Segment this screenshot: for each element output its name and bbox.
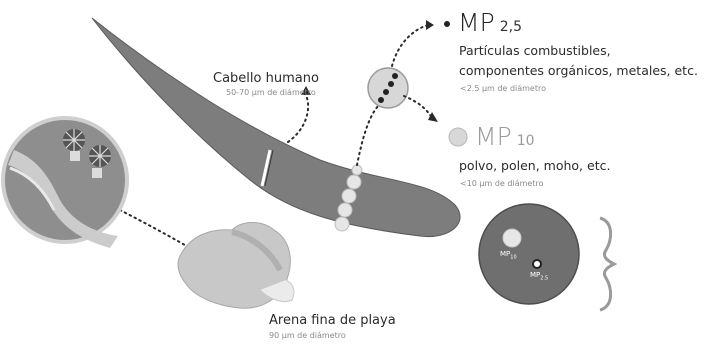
sand-subtitle: 90 µm de diámetro xyxy=(269,331,346,340)
sand-title: Arena fina de playa xyxy=(269,313,396,328)
inset-mp10-subscript: 10 xyxy=(510,254,516,260)
particle xyxy=(342,189,356,203)
mp10-symbol: MP xyxy=(475,122,512,151)
mp10-subscript: 10 xyxy=(517,133,535,149)
mp10-description: polvo, polen, moho, etc. xyxy=(459,158,610,173)
mp25-size: <2.5 µm de diámetro xyxy=(460,84,546,93)
mp25-marker xyxy=(444,21,450,27)
inset-mp10-particle xyxy=(503,229,521,247)
inset-mp25-particle xyxy=(533,260,541,268)
particle xyxy=(335,217,349,231)
mp10-size: <10 µm de diámetro xyxy=(460,179,543,188)
magnifier-to-mp25-connector xyxy=(392,25,428,66)
hair-label-connector xyxy=(288,95,308,142)
size-comparison-inset xyxy=(479,204,579,304)
particle xyxy=(352,165,362,175)
human-hair-strand xyxy=(92,18,460,237)
magnifier-to-mp10-connector xyxy=(404,96,432,118)
arrow-to-mp10 xyxy=(428,112,438,122)
inset-mp10-symbol: MP xyxy=(500,250,510,258)
mp25-heading: MP 2,5 xyxy=(458,8,522,37)
inset-mp25-subscript: 2.5 xyxy=(540,275,548,281)
hair-subtitle: 50-70 µm de diámetro xyxy=(226,88,316,97)
particle xyxy=(338,203,352,217)
arrow-to-mp25 xyxy=(426,20,434,30)
mp10-marker xyxy=(449,128,467,146)
inset-mp25-label: MP2.5 xyxy=(530,271,548,281)
mp10-heading: MP 10 xyxy=(475,122,535,151)
mp25-description-line1: Partículas combustibles, xyxy=(459,43,611,58)
particle xyxy=(347,175,361,189)
inset-mp10-label: MP10 xyxy=(500,250,517,260)
sand-grain xyxy=(178,223,294,309)
mp25-description-line2: componentes orgánicos, metales, etc. xyxy=(459,63,698,78)
hair-title: Cabello humano xyxy=(213,71,319,86)
pm25-magnifier xyxy=(368,68,408,108)
inset-mp25-symbol: MP xyxy=(530,271,540,279)
mp25-symbol: MP xyxy=(458,8,495,37)
particle-to-magnifier-connector xyxy=(357,106,378,165)
brace-icon xyxy=(600,218,614,310)
beach-magnifier xyxy=(3,118,127,248)
mp25-subscript: 2,5 xyxy=(500,19,522,35)
